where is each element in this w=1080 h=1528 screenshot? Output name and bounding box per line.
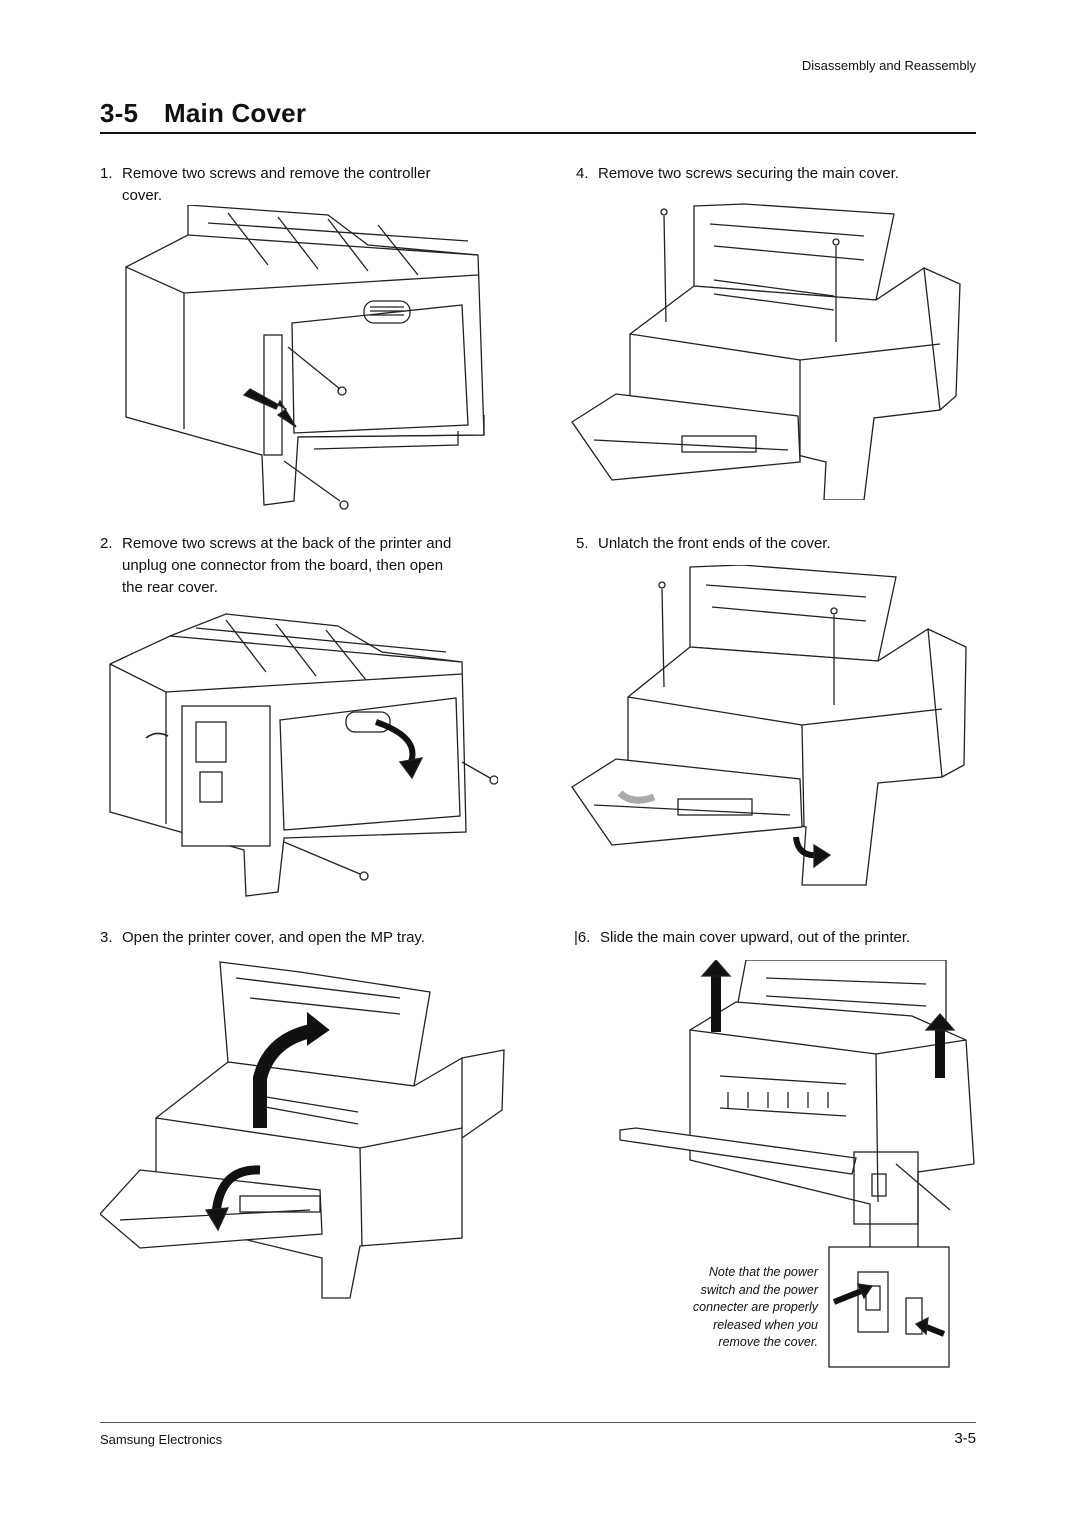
step-5: 5. Unlatch the front ends of the cover. xyxy=(576,533,976,555)
step-2: 2. Remove two screws at the back of the p… xyxy=(100,533,520,599)
footer-company: Samsung Electronics xyxy=(100,1432,223,1447)
figure-open-rear-cover xyxy=(109,613,498,897)
step-text: Remove two screws securing the main cove… xyxy=(598,165,899,182)
step-text: the rear cover. xyxy=(122,579,218,596)
step-number: 5. xyxy=(576,535,589,552)
step-number: 2. xyxy=(100,535,113,552)
note-line: Note that the power xyxy=(708,1265,818,1279)
step-number: |6. xyxy=(574,929,591,946)
footer-divider xyxy=(100,1422,976,1423)
power-note: Note that the power switch and the power… xyxy=(648,1264,818,1352)
step-4: 4. Remove two screws securing the main co… xyxy=(576,163,976,185)
note-line: switch and the power xyxy=(700,1282,818,1297)
figure-power-connector-detail xyxy=(828,1246,950,1368)
figure-unlatch-cover xyxy=(571,565,967,886)
step-3: 3. Open the printer cover, and open the M… xyxy=(100,927,520,949)
note-line: remove the cover. xyxy=(718,1335,818,1349)
figure-open-printer-cover xyxy=(100,961,505,1299)
figure-remove-controller-cover xyxy=(125,205,485,510)
step-text: Open the printer cover, and open the MP … xyxy=(122,929,425,946)
step-number: 4. xyxy=(576,165,589,182)
page-number: 3-5 xyxy=(954,1430,976,1447)
step-text: cover. xyxy=(122,187,163,204)
section-title-text: Main Cover xyxy=(164,98,307,128)
step-text: Slide the main cover upward, out of the … xyxy=(600,929,911,946)
step-text: unplug one connector from the board, the… xyxy=(122,557,444,574)
step-1: 1. Remove two screws and remove the contr… xyxy=(100,163,500,207)
step-6: |6. Slide the main cover upward, out of t… xyxy=(574,927,974,949)
note-line: released when you xyxy=(713,1317,818,1332)
title-divider xyxy=(100,132,976,134)
step-number: 1. xyxy=(100,165,113,182)
figure-remove-main-cover-screws xyxy=(571,203,961,500)
step-number: 3. xyxy=(100,929,113,946)
step-text: Remove two screws and remove the control… xyxy=(122,165,431,182)
section-number: 3-5 xyxy=(100,98,139,128)
note-line: connecter are properly xyxy=(692,1300,818,1314)
step-text: Unlatch the front ends of the cover. xyxy=(598,535,831,552)
running-header: Disassembly and Reassembly xyxy=(801,58,976,73)
figure-slide-cover-up xyxy=(619,960,975,1260)
section-title: 3-5 Main Cover xyxy=(100,98,306,129)
step-text: Remove two screws at the back of the pri… xyxy=(122,535,452,552)
